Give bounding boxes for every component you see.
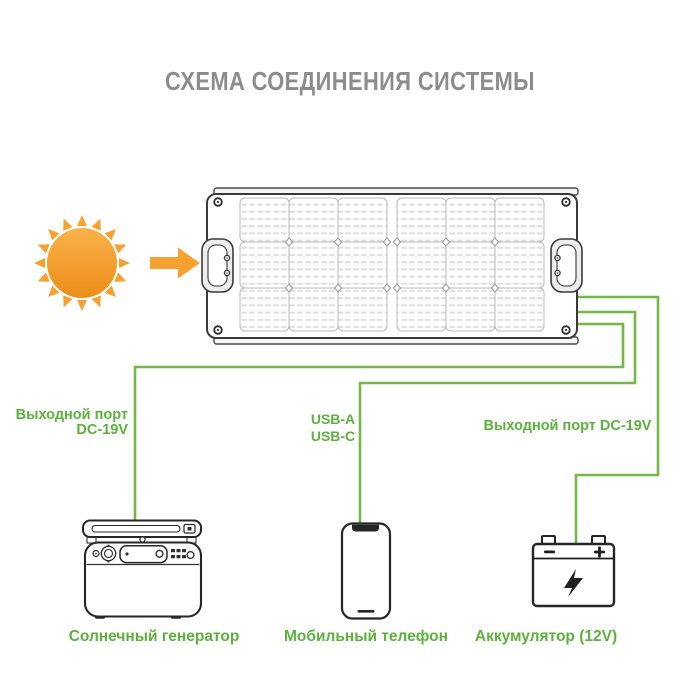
generator-lock-button bbox=[139, 536, 146, 543]
solar-panel-icon bbox=[201, 187, 583, 345]
battery-plus-sign bbox=[594, 546, 605, 558]
page-title: СХЕМА СОЕДИНЕНИЯ СИСТЕМЫ bbox=[165, 66, 535, 96]
generator-power-button bbox=[186, 550, 195, 560]
label-usb-a: USB-A bbox=[310, 411, 356, 427]
label-battery-port: Выходной порт DC-19V bbox=[483, 418, 652, 434]
label-solar-generator: Солнечный генератор bbox=[68, 628, 240, 645]
generator-foot-right bbox=[171, 615, 181, 619]
phone-home-bar bbox=[357, 610, 375, 613]
cable-panel-to-battery bbox=[570, 295, 660, 545]
sun-disc bbox=[47, 228, 117, 298]
smartphone-icon bbox=[340, 522, 392, 620]
generator-display-port bbox=[155, 549, 164, 558]
label-usb-ports: USB-A USB-C bbox=[283, 411, 383, 444]
generator-body bbox=[83, 541, 203, 618]
label-generator-port: Выходной порт DC-19V bbox=[0, 408, 128, 438]
panel-handle-left bbox=[201, 238, 234, 293]
label-battery: Аккумулятор (12V) bbox=[474, 628, 618, 645]
cables bbox=[133, 295, 660, 545]
generator-vents bbox=[171, 549, 186, 559]
car-battery-icon bbox=[531, 535, 616, 608]
phone-notch bbox=[352, 524, 379, 532]
lightning-bolt-icon bbox=[564, 569, 583, 597]
label-generator-port-line1: Выходной порт bbox=[15, 407, 128, 423]
label-generator-port-line2: DC-19V bbox=[76, 422, 128, 438]
battery-minus-sign bbox=[544, 550, 555, 554]
power-station-icon bbox=[82, 519, 203, 619]
label-mobile-phone: Мобильный телефон bbox=[284, 628, 448, 645]
panel-corner-screws bbox=[213, 197, 571, 335]
label-usb-c: USB-C bbox=[310, 427, 356, 444]
panel-hinge-diamonds bbox=[284, 237, 500, 293]
cable-panel-to-phone bbox=[358, 310, 637, 526]
generator-display-dot bbox=[125, 552, 129, 556]
panel-handle-right bbox=[550, 238, 583, 293]
phone-body bbox=[340, 522, 392, 620]
generator-foot-left bbox=[95, 615, 105, 619]
generator-lid-button-dot bbox=[187, 527, 192, 531]
panel-cells bbox=[239, 197, 545, 332]
cable-panel-to-generator bbox=[133, 322, 625, 523]
sun-icon bbox=[34, 215, 130, 311]
generator-lid-slot bbox=[91, 524, 181, 533]
generator-display bbox=[119, 545, 168, 564]
arrow-right-icon bbox=[150, 247, 200, 279]
